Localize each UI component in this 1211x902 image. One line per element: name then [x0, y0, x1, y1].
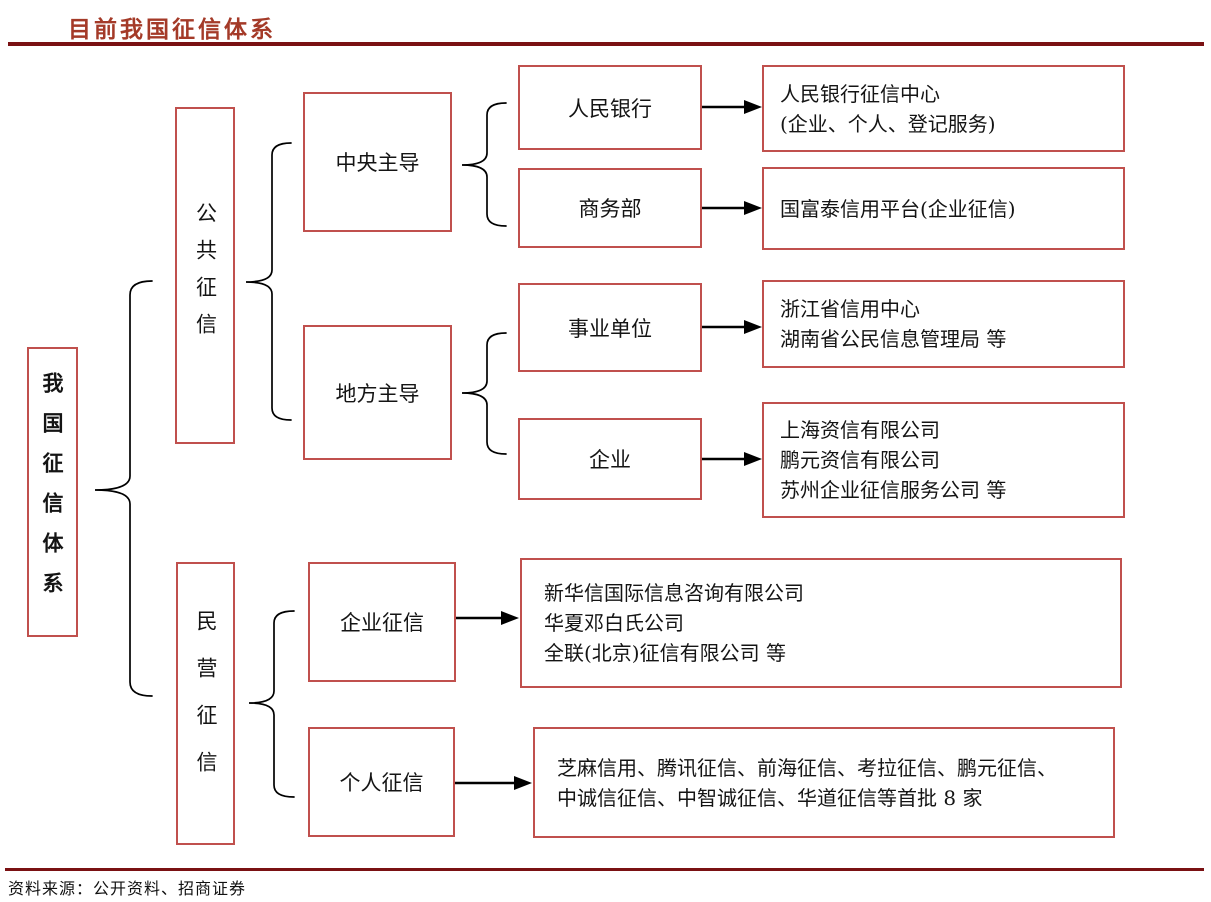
- node-institutions: 事业单位: [518, 283, 702, 372]
- arrow-pboc: [702, 100, 762, 114]
- leaf-private-personal-credit: 芝麻信用、腾讯征信、前海征信、考拉征信、鹏元征信、 中诚信征信、中智诚征信、华道…: [533, 727, 1115, 838]
- arrow-personal-credit: [455, 776, 532, 790]
- node-private-credit: 民营征信: [176, 562, 235, 845]
- node-mofcom-label: 商务部: [578, 197, 642, 221]
- node-enterprises: 企业: [518, 418, 702, 500]
- brace-root: [94, 280, 153, 697]
- node-root: 我国征信体系: [27, 347, 78, 637]
- node-private-credit-label: 民营征信: [194, 609, 218, 798]
- leaf-line: 全联(北京)征信有限公司 等: [544, 641, 786, 665]
- node-institutions-label: 事业单位: [568, 316, 652, 341]
- leaf-guofutai-platform: 国富泰信用平台(企业征信): [762, 167, 1125, 250]
- leaf-line: 苏州企业征信服务公司 等: [780, 478, 1007, 502]
- node-pboc-label: 人民银行: [568, 96, 652, 121]
- source-note: 资料来源：公开资料、招商证券: [8, 879, 247, 898]
- node-mofcom: 商务部: [518, 168, 702, 248]
- node-pboc: 人民银行: [518, 65, 702, 150]
- leaf-local-institutions: 浙江省信用中心 湖南省公民信息管理局 等: [762, 280, 1125, 368]
- brace-central-led: [461, 102, 507, 227]
- node-enterprise-credit-label: 企业征信: [340, 611, 424, 635]
- node-personal-credit-label: 个人征信: [339, 771, 424, 795]
- node-public-credit: 公共征信: [175, 107, 235, 444]
- leaf-line: 上海资信有限公司: [780, 418, 940, 442]
- leaf-private-enterprise-credit: 新华信国际信息咨询有限公司 华夏邓白氏公司 全联(北京)征信有限公司 等: [520, 558, 1122, 688]
- leaf-line: 浙江省信用中心: [780, 297, 920, 321]
- leaf-line: 鹏元资信有限公司: [780, 448, 940, 472]
- title-underline: [8, 42, 1204, 46]
- leaf-line: 芝麻信用、腾讯征信、前海征信、考拉征信、鹏元征信、: [557, 755, 1057, 780]
- leaf-line: 国富泰信用平台(企业征信): [780, 196, 1016, 221]
- brace-private-credit: [248, 610, 295, 798]
- node-enterprises-label: 企业: [589, 448, 631, 472]
- arrow-enterprises: [702, 452, 762, 466]
- arrow-mofcom: [702, 201, 762, 215]
- arrow-institutions: [702, 320, 762, 334]
- leaf-line: 新华信国际信息咨询有限公司: [544, 581, 804, 605]
- node-public-credit-label: 公共征信: [193, 201, 218, 350]
- page-title: 目前我国征信体系: [68, 16, 276, 43]
- leaf-pboc-credit-center: 人民银行征信中心 (企业、个人、登记服务): [762, 65, 1125, 152]
- node-central-led: 中央主导: [303, 92, 452, 232]
- leaf-line: 人民银行征信中心: [780, 81, 940, 106]
- leaf-line: 湖南省公民信息管理局 等: [780, 327, 1007, 351]
- footer-rule: [5, 868, 1204, 871]
- leaf-line: (企业、个人、登记服务): [780, 111, 996, 136]
- node-enterprise-credit: 企业征信: [308, 562, 456, 682]
- leaf-line: 华夏邓白氏公司: [544, 611, 684, 635]
- leaf-local-enterprises: 上海资信有限公司 鹏元资信有限公司 苏州企业征信服务公司 等: [762, 402, 1125, 518]
- node-local-led-label: 地方主导: [335, 381, 420, 406]
- node-root-label: 我国征信体系: [40, 372, 65, 612]
- brace-public-credit: [245, 142, 292, 421]
- brace-local-led: [461, 332, 507, 455]
- node-central-led-label: 中央主导: [335, 151, 420, 175]
- leaf-line: 中诚信征信、中智诚征信、华道征信等首批 8 家: [557, 785, 983, 810]
- arrow-enterprise-credit: [456, 611, 519, 625]
- node-local-led: 地方主导: [303, 325, 452, 460]
- node-personal-credit: 个人征信: [308, 727, 455, 837]
